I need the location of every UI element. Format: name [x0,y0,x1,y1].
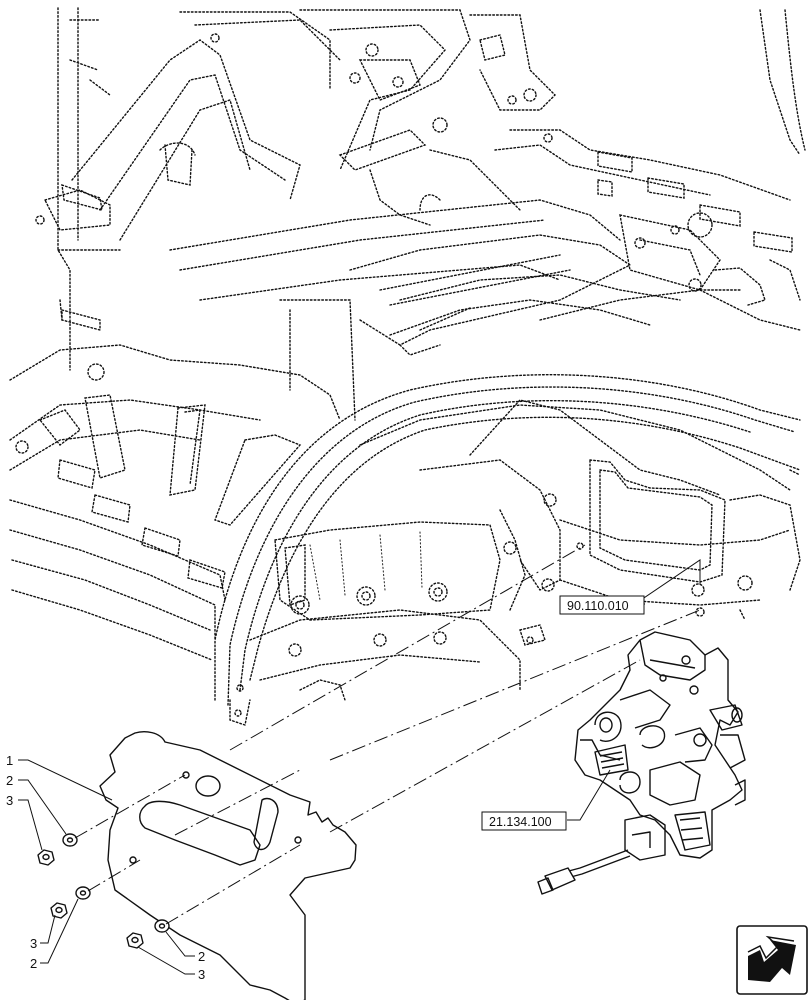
reference-valve[interactable]: 21.134.100 [481,811,567,831]
callout-3-lower: 3 [198,967,205,982]
callout-3-middle: 3 [30,936,37,951]
hardware [37,833,170,949]
valve-assembly [537,631,746,895]
callout-labels: 1 2 3 3 2 2 3 [6,753,205,982]
callout-2-upper: 2 [6,773,13,788]
nut-upper [37,849,55,866]
assembly-centre-lines [74,544,701,925]
reference-fender-label: 90.110.010 [567,599,629,613]
reference-fender[interactable]: 90.110.010 [559,595,645,615]
reference-valve-label: 21.134.100 [489,815,552,829]
callout-3-upper: 3 [6,793,13,808]
callout-2-lower: 2 [198,949,205,964]
washer-middle [75,886,91,900]
mounting-plate [99,731,357,1000]
nut-lower [126,932,144,949]
callout-2-middle: 2 [30,956,37,971]
nut-middle [50,902,68,919]
washer-lower [154,919,170,933]
next-page-arrow-icon[interactable] [736,925,808,995]
washer-upper [62,833,78,847]
callout-1: 1 [6,753,13,768]
tractor-frame [9,7,806,726]
callout-leaders [18,559,701,975]
